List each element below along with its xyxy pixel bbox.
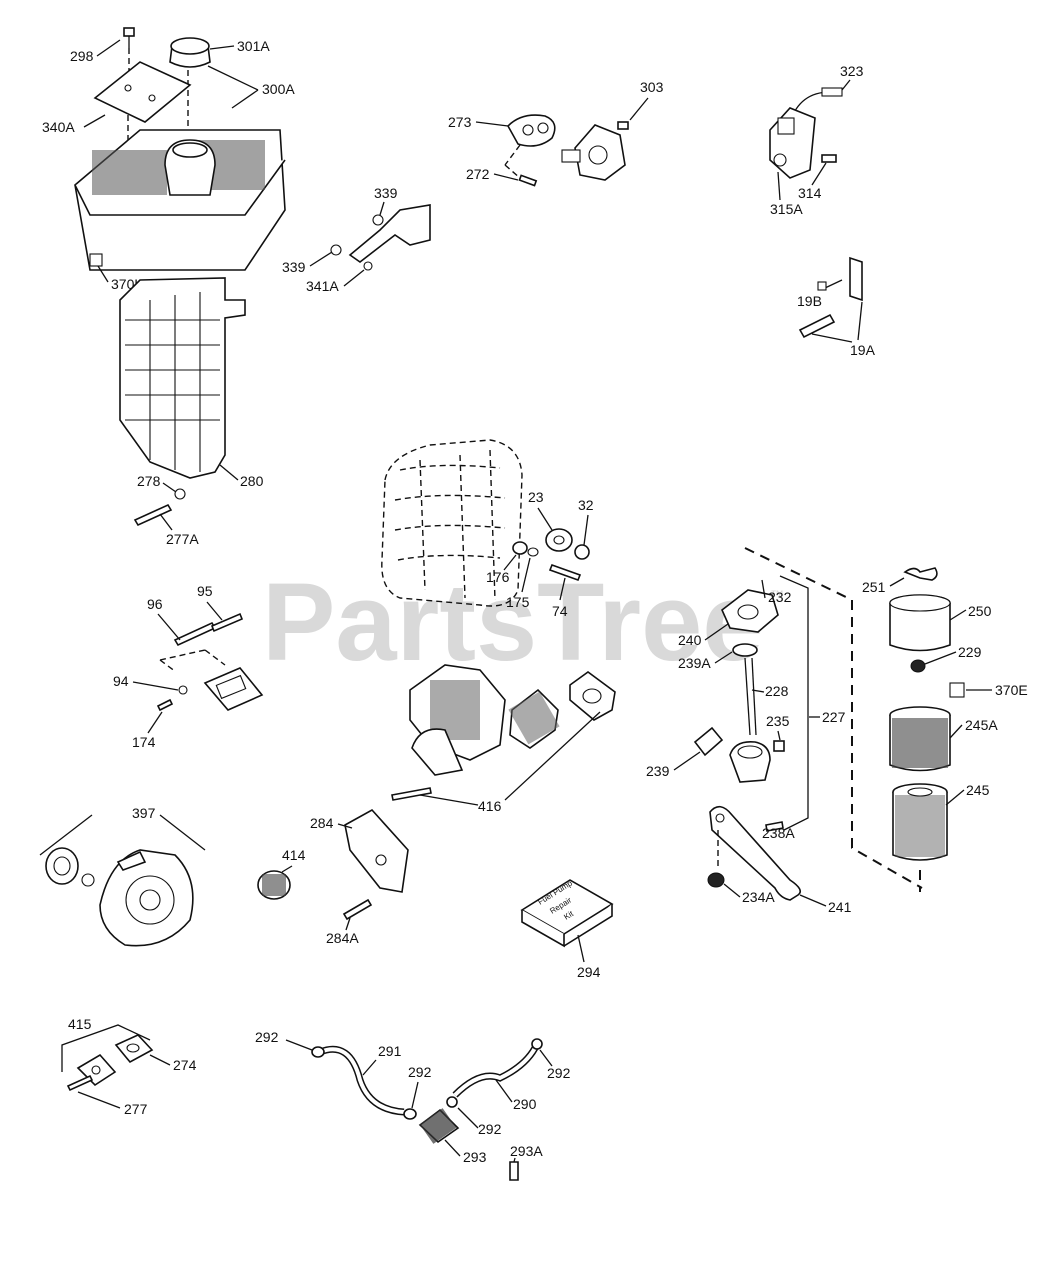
- label-245: 245: [966, 782, 990, 798]
- label-94: 94: [113, 673, 129, 689]
- label-301A: 301A: [237, 38, 270, 54]
- label-240: 240: [678, 632, 702, 648]
- watermark: PartsTree: [262, 561, 763, 684]
- fuel-line-group: 292 291 292 292 290 292 293 293A: [255, 1029, 571, 1181]
- label-277A: 277A: [166, 531, 199, 547]
- filters-group: 251 250 229 370E 245A 245: [862, 567, 1028, 861]
- label-176: 176: [486, 569, 510, 585]
- label-292-mid: 292: [408, 1064, 432, 1080]
- label-19A: 19A: [850, 342, 876, 358]
- label-232: 232: [768, 589, 792, 605]
- label-340A: 340A: [42, 119, 75, 135]
- label-339-left: 339: [282, 259, 306, 275]
- label-251: 251: [862, 579, 886, 595]
- label-277: 277: [124, 1101, 148, 1117]
- bracket-group: 339 339 341A: [282, 185, 431, 294]
- mount-hardware-group: 23 32 176 175 74: [486, 489, 594, 619]
- shield-group: 278 280 277A: [119, 277, 264, 547]
- label-228: 228: [765, 683, 789, 699]
- label-23: 23: [528, 489, 544, 505]
- label-291: 291: [378, 1043, 402, 1059]
- label-284: 284: [310, 815, 334, 831]
- control-group: 323 314 315A: [769, 63, 864, 217]
- gasket-hardware-group: 96 95 94 174: [113, 583, 264, 750]
- label-227: 227: [822, 709, 846, 725]
- label-370E: 370E: [995, 682, 1028, 698]
- label-174: 174: [132, 734, 156, 750]
- label-293A: 293A: [510, 1143, 543, 1159]
- label-19B: 19B: [797, 293, 822, 309]
- label-235: 235: [766, 713, 790, 729]
- label-397: 397: [132, 805, 156, 821]
- starter-group: 397: [39, 805, 206, 947]
- label-96: 96: [147, 596, 163, 612]
- adapter-group: 415 274 277: [61, 1016, 197, 1117]
- label-284A: 284A: [326, 930, 359, 946]
- label-290: 290: [513, 1096, 537, 1112]
- link-group: 19B 19A: [797, 256, 876, 358]
- label-294: 294: [577, 964, 601, 980]
- label-298: 298: [70, 48, 94, 64]
- label-229: 229: [958, 644, 982, 660]
- label-234A: 234A: [742, 889, 775, 905]
- label-239: 239: [646, 763, 670, 779]
- muffler-group: 416: [391, 664, 616, 814]
- engine-outline: [381, 439, 523, 607]
- label-245A: 245A: [965, 717, 998, 733]
- label-272: 272: [466, 166, 490, 182]
- label-238A: 238A: [762, 825, 795, 841]
- label-341A: 341A: [306, 278, 339, 294]
- label-241: 241: [828, 899, 852, 915]
- label-292-right: 292: [547, 1065, 571, 1081]
- label-300A: 300A: [262, 81, 295, 97]
- label-74: 74: [552, 603, 568, 619]
- label-239A: 239A: [678, 655, 711, 671]
- label-415: 415: [68, 1016, 92, 1032]
- baffle-group: 284 414 284A: [257, 808, 409, 946]
- label-339-top: 339: [374, 185, 398, 201]
- label-314: 314: [798, 185, 822, 201]
- label-315A: 315A: [770, 201, 803, 217]
- carburetor-group: 273 303 272: [448, 79, 664, 187]
- label-292-lower: 292: [478, 1121, 502, 1137]
- fuel-tank-group: 298 301A 300A 340A 370U: [42, 27, 295, 292]
- label-278: 278: [137, 473, 161, 489]
- label-293: 293: [463, 1149, 487, 1165]
- label-323: 323: [840, 63, 864, 79]
- label-175: 175: [506, 594, 530, 610]
- label-32: 32: [578, 497, 594, 513]
- air-cleaner-group: 232 240 239A 228 235 227 239 238A 234A 2…: [646, 547, 923, 915]
- label-414: 414: [282, 847, 306, 863]
- label-416: 416: [478, 798, 502, 814]
- repair-kit-group: Fuel Pump Repair Kit 294: [520, 878, 614, 980]
- label-292-left: 292: [255, 1029, 279, 1045]
- label-273: 273: [448, 114, 472, 130]
- label-274: 274: [173, 1057, 197, 1073]
- label-250: 250: [968, 603, 992, 619]
- label-280: 280: [240, 473, 264, 489]
- label-95: 95: [197, 583, 213, 599]
- label-303: 303: [640, 79, 664, 95]
